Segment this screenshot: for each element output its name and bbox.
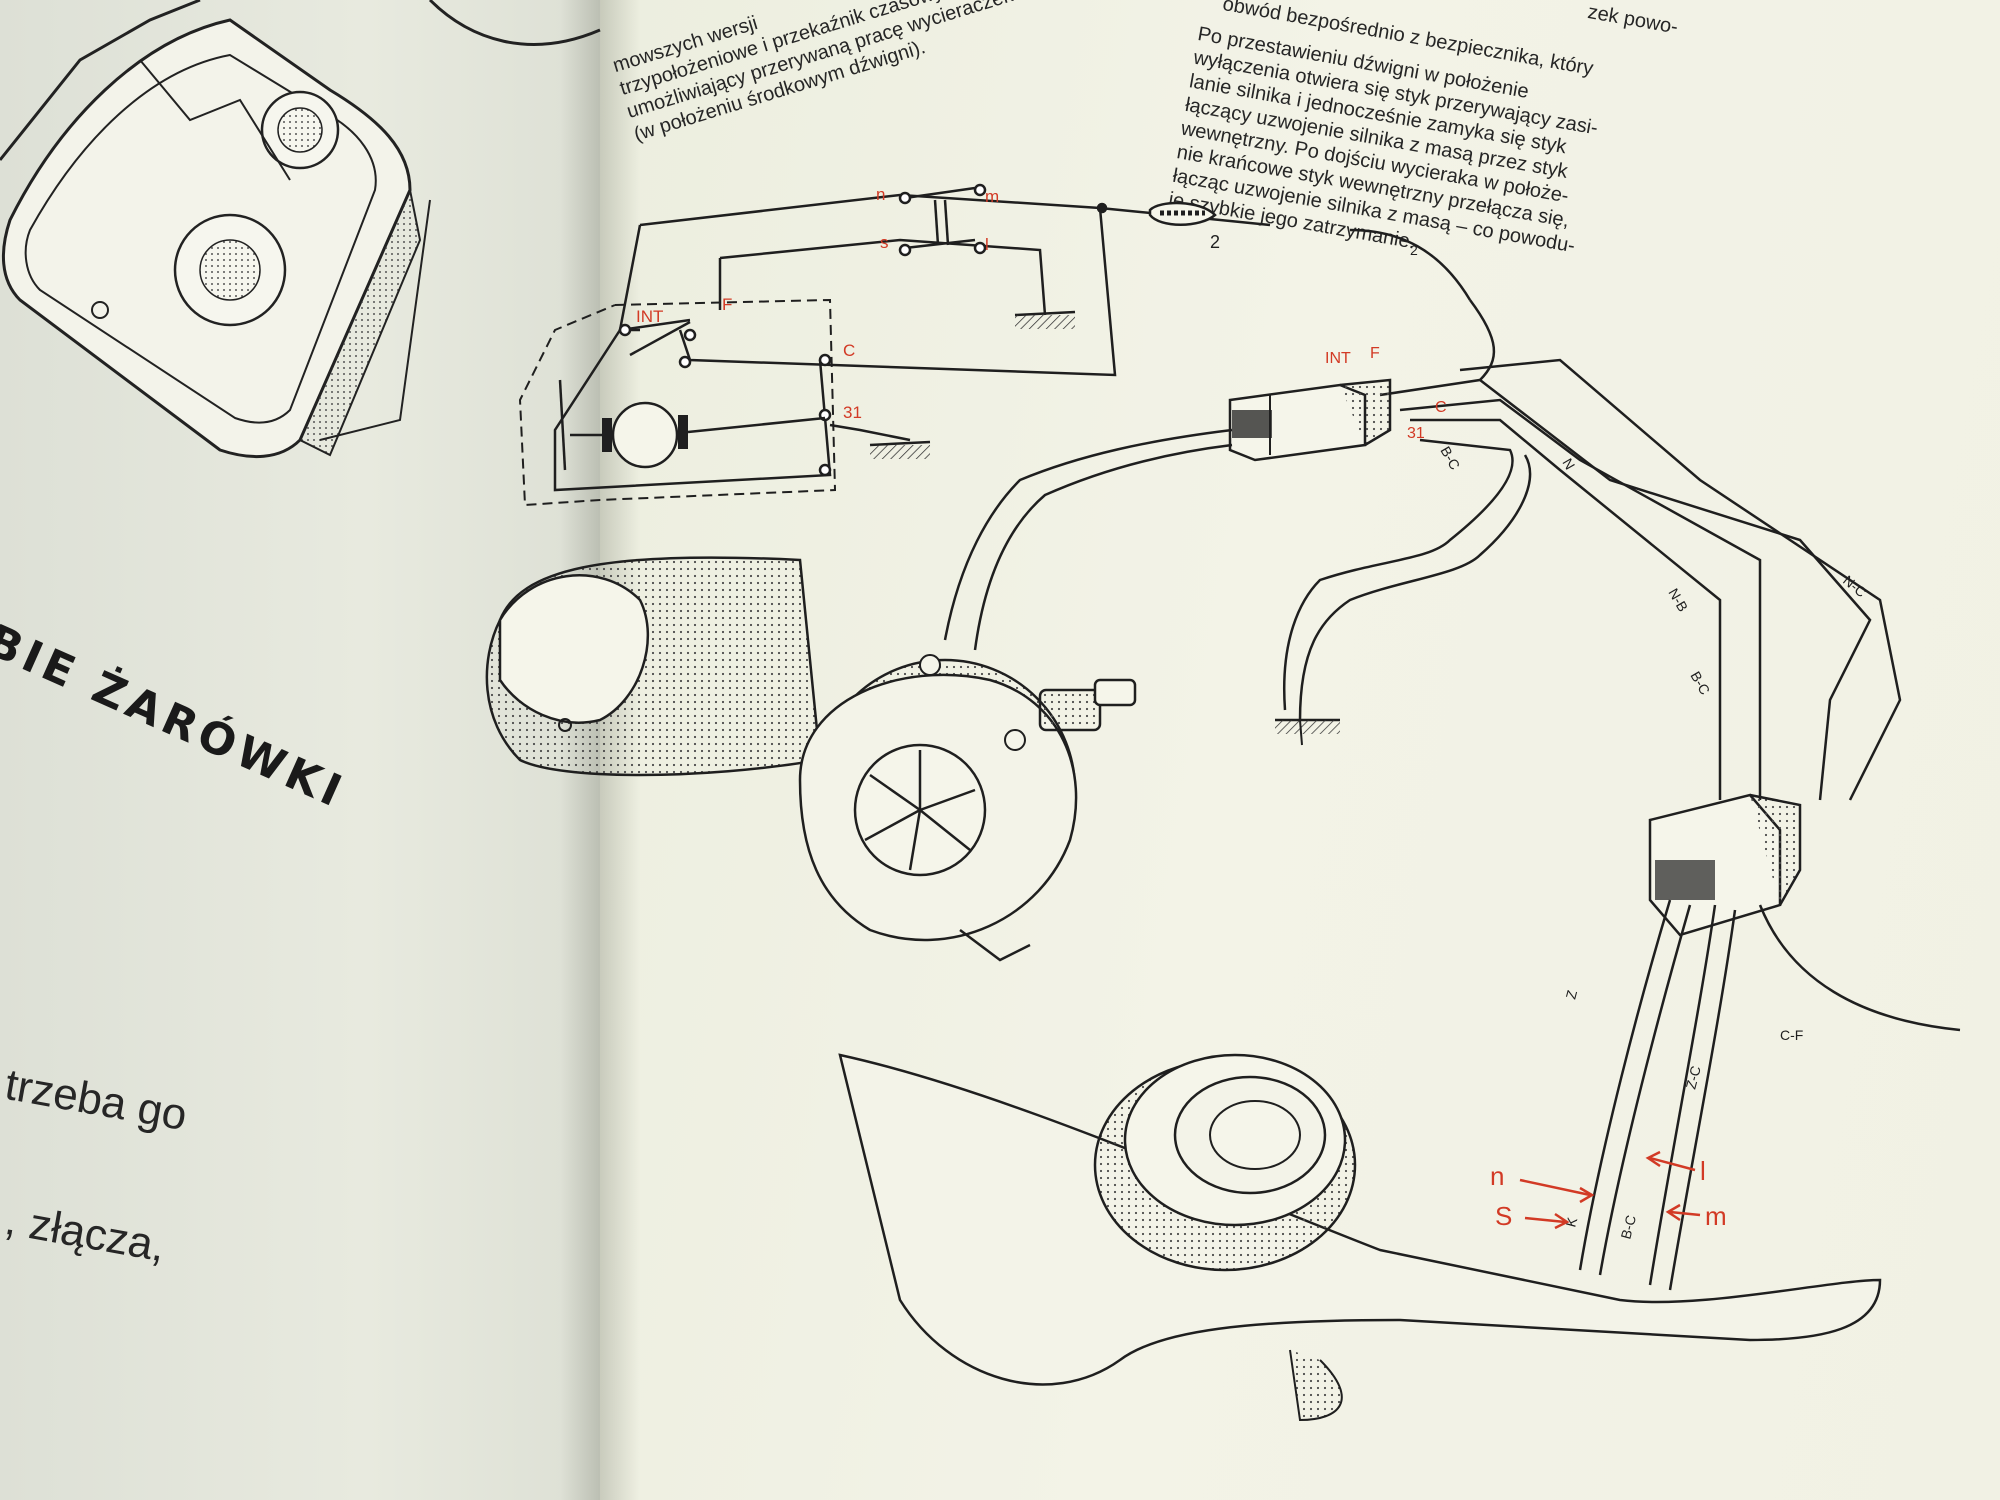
wire-pointer-arrows (1519, 1150, 1701, 1230)
label-connector-int: INT (1325, 350, 1351, 367)
headlamp-illustration (0, 0, 601, 459)
label-wire-z: Z (1562, 988, 1580, 1001)
schematic-labels: n m s l INT F C 31 (636, 185, 999, 422)
label-connector-31: 31 (1407, 425, 1425, 442)
schematic-dashed-box (518, 298, 837, 507)
label-wire-bc2: B-C (1687, 669, 1713, 698)
wire-bundle-to-motor (943, 428, 1233, 651)
label-wire-cf: C-F (1780, 1027, 1803, 1043)
label-l: l (985, 235, 989, 254)
steering-switch (838, 1053, 1882, 1422)
label-arrow-m: m (1705, 1201, 1727, 1231)
label-wire-bc3: B-C (1617, 1213, 1639, 1240)
label-connector-f: F (1370, 345, 1380, 362)
label-wire-nb: N-B (1665, 586, 1691, 615)
label-wire-n: N (1559, 456, 1578, 473)
multi-plug-connector (1228, 378, 1392, 462)
fuse-symbol (1148, 201, 1217, 226)
label-n: n (876, 185, 885, 204)
label-f: F (722, 295, 732, 314)
label-s: s (880, 233, 889, 252)
label-fuse-2: 2 (1210, 232, 1220, 252)
wiper-motor (485, 556, 1137, 962)
motor-symbol (570, 401, 826, 469)
wiring-labels: INT F C 31 n S l m (1325, 345, 1727, 1231)
lower-connector (1648, 793, 1802, 937)
wiring-harness (1283, 228, 1902, 801)
label-arrow-l: l (1700, 1156, 1706, 1186)
label-arrow-n: n (1490, 1161, 1504, 1191)
label-connector-c: C (1435, 399, 1447, 416)
label-wire-bc: B-C (1437, 444, 1463, 473)
label-c: C (843, 341, 855, 360)
label-m: m (985, 187, 999, 206)
schematic-switches (618, 183, 1108, 477)
label-31: 31 (843, 403, 862, 422)
label-fuse-2-harness: 2 (1410, 242, 1418, 258)
ground-symbols (869, 310, 1340, 734)
label-arrow-s: S (1495, 1201, 1512, 1231)
label-int: INT (636, 307, 663, 326)
lower-wires (1578, 899, 1961, 1291)
label-wire-zc: Z-C (1682, 1064, 1703, 1091)
